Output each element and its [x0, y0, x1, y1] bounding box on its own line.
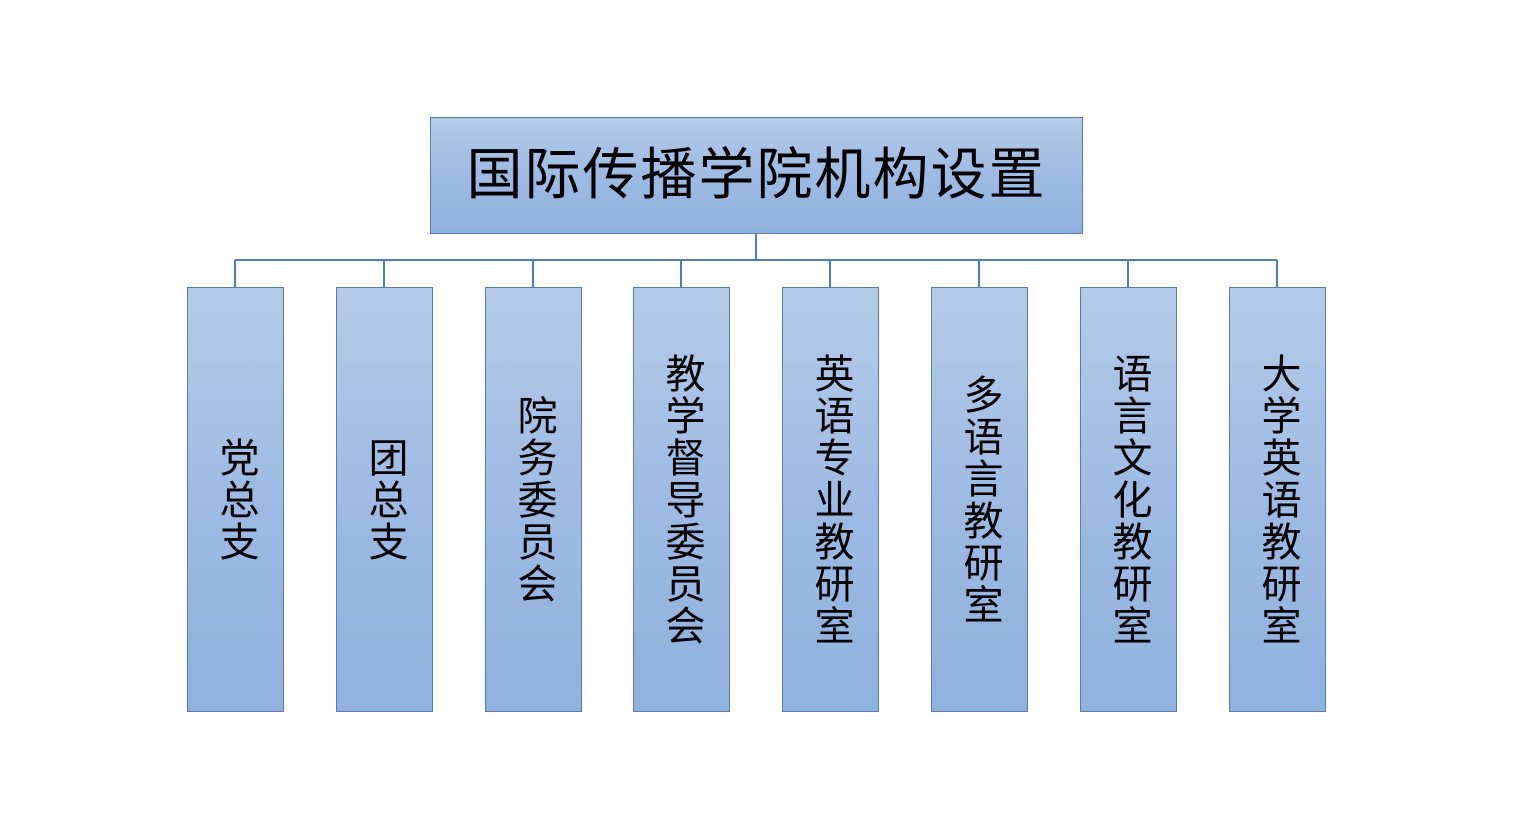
child-label: 英语专业教研室	[807, 352, 854, 647]
child-label: 院务委员会	[510, 394, 557, 605]
child-node-english-major-office: 英语专业教研室	[782, 287, 879, 712]
child-label: 语言文化教研室	[1105, 352, 1152, 647]
child-label: 党总支	[212, 436, 259, 563]
child-node-multilingual-office: 多语言教研室	[931, 287, 1028, 712]
child-node-teaching-supervision-committee: 教学督导委员会	[633, 287, 730, 712]
child-label: 多语言教研室	[956, 373, 1003, 626]
root-title: 国际传播学院机构设置	[466, 142, 1047, 208]
child-node-party-branch: 党总支	[187, 287, 284, 712]
child-node-youth-league-branch: 团总支	[336, 287, 433, 712]
child-label: 团总支	[361, 436, 408, 563]
root-node: 国际传播学院机构设置	[430, 117, 1083, 234]
child-node-college-affairs-committee: 院务委员会	[485, 287, 582, 712]
child-label: 大学英语教研室	[1254, 352, 1301, 647]
child-label: 教学督导委员会	[658, 352, 705, 647]
child-node-college-english-office: 大学英语教研室	[1229, 287, 1326, 712]
child-node-language-culture-office: 语言文化教研室	[1080, 287, 1177, 712]
